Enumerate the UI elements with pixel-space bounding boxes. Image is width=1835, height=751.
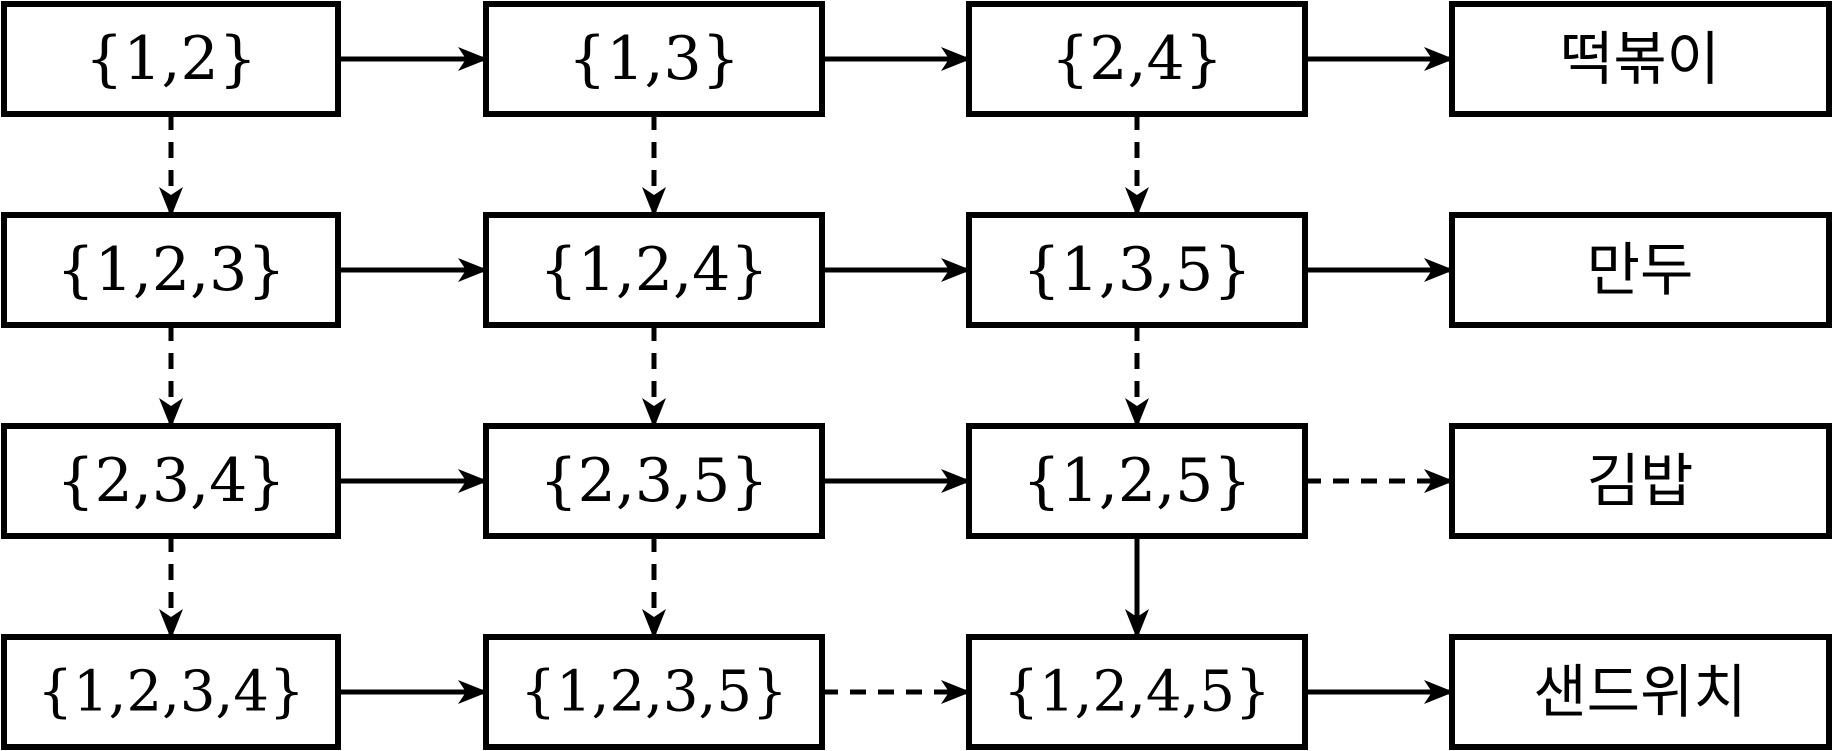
node-food-tteokbokki: 떡볶이 (1449, 1, 1832, 117)
node-label: 떡볶이 (1560, 25, 1720, 93)
node-label: {1,2,4,5} (1003, 660, 1270, 725)
edges-layer (159, 47, 1454, 704)
node-label: {1,3,5} (1022, 235, 1251, 305)
node-set-1-2-4-5: {1,2,4,5} (966, 634, 1308, 750)
node-set-1-2-3-5: {1,2,3,5} (483, 634, 825, 750)
node-set-1-2-4: {1,2,4} (483, 212, 825, 328)
node-label: {1,2,5} (1022, 446, 1251, 516)
node-set-1-3: {1,3} (483, 1, 825, 117)
node-label: {1,2} (85, 24, 257, 94)
node-label: 샌드위치 (1533, 658, 1746, 726)
node-food-mandu: 만두 (1449, 212, 1832, 328)
node-label: 김밥 (1587, 447, 1694, 515)
node-label: 만두 (1587, 236, 1694, 304)
node-label: {1,2,3} (56, 235, 285, 305)
node-set-1-2-5: {1,2,5} (966, 423, 1308, 539)
node-set-2-3-5: {2,3,5} (483, 423, 825, 539)
node-label: {1,3} (568, 24, 740, 94)
node-label: {1,2,4} (539, 235, 768, 305)
node-set-2-4: {2,4} (966, 1, 1308, 117)
node-label: {1,2,3,5} (520, 660, 787, 725)
node-set-2-3-4: {2,3,4} (1, 423, 341, 539)
node-set-1-3-5: {1,3,5} (966, 212, 1308, 328)
node-label: {2,4} (1051, 24, 1223, 94)
node-label: {2,3,4} (56, 446, 285, 516)
node-food-gimbap: 김밥 (1449, 423, 1832, 539)
node-set-1-2-3: {1,2,3} (1, 212, 341, 328)
node-label: {2,3,5} (539, 446, 768, 516)
node-label: {1,2,3,4} (37, 660, 304, 725)
node-food-sandwich: 샌드위치 (1449, 634, 1832, 750)
node-set-1-2-3-4: {1,2,3,4} (1, 634, 341, 750)
node-set-1-2: {1,2} (1, 1, 341, 117)
